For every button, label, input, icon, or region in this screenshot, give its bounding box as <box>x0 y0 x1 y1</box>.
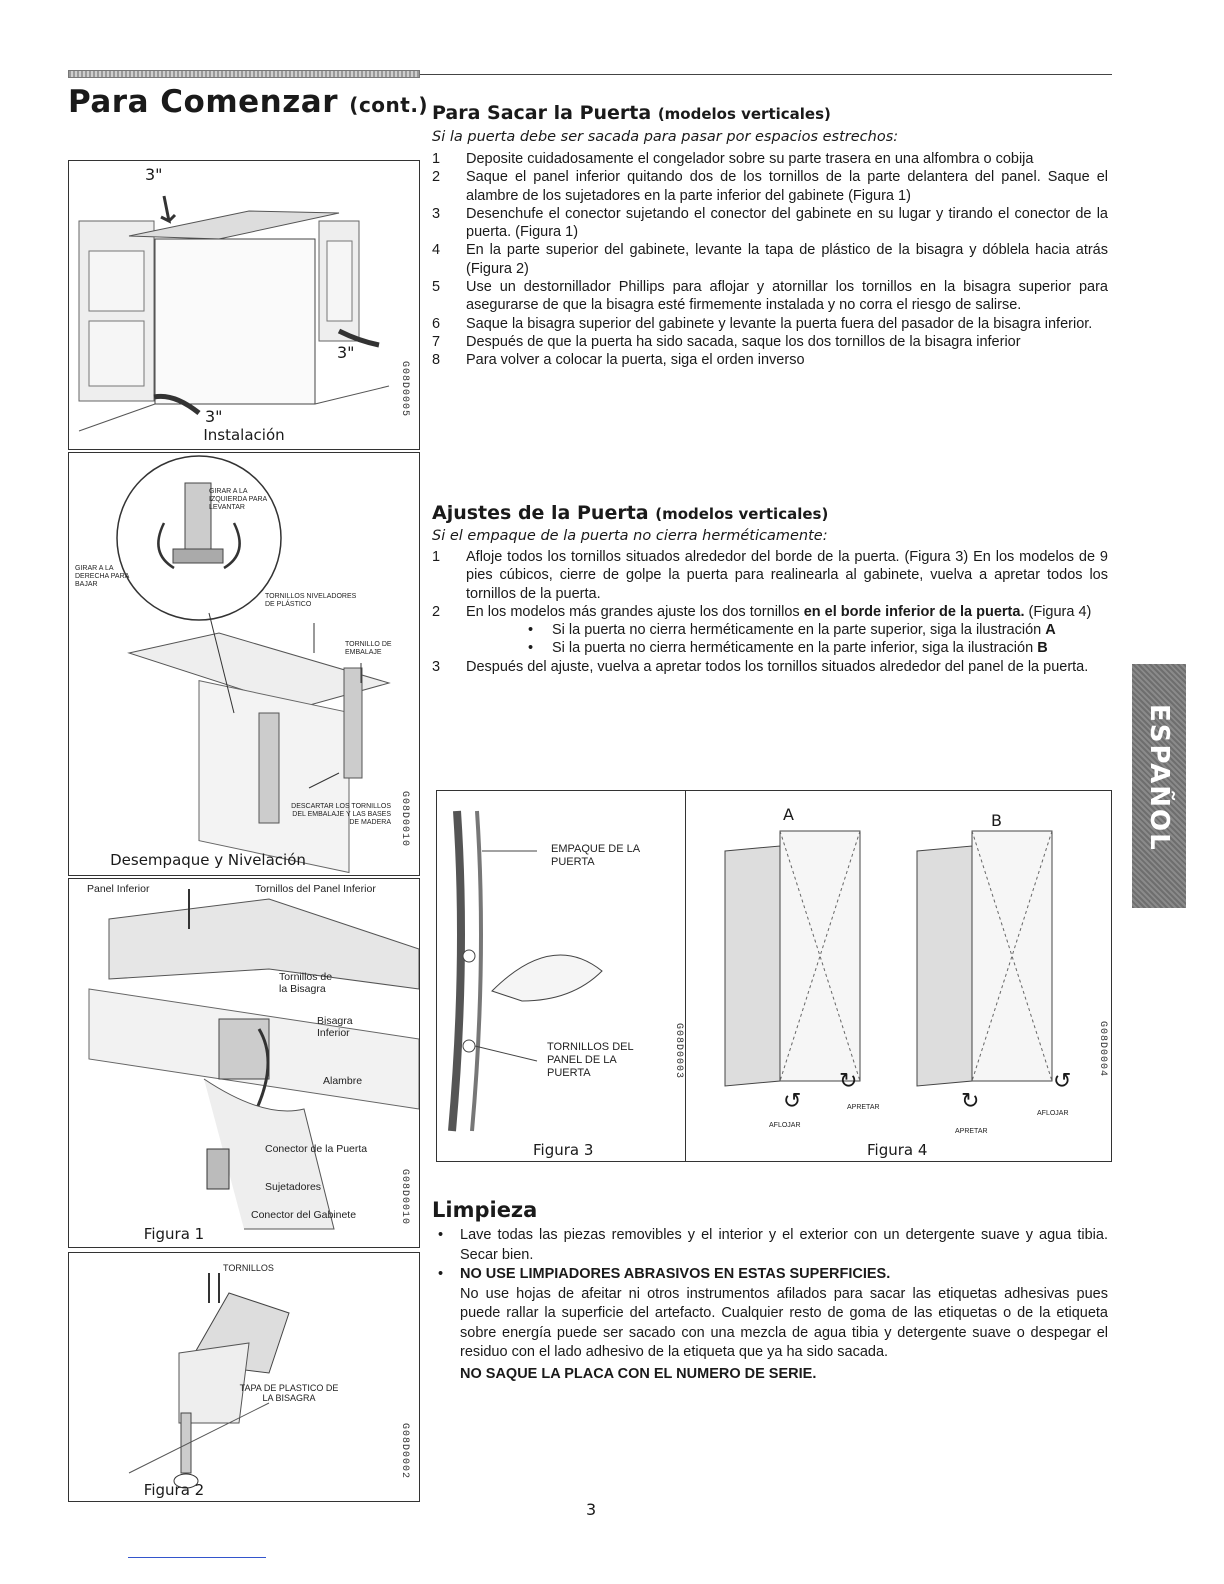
label-panel-inferior: Panel Inferior <box>87 883 150 895</box>
page-number: 3 <box>586 1500 597 1519</box>
figure-code: G08D0010 <box>399 791 410 848</box>
language-tab: ESPAÑOL <box>1132 664 1186 908</box>
section-title-remove-door: Para Sacar la Puerta (modelos verticales… <box>432 102 831 124</box>
label-screws: TORNILLOS <box>223 1263 274 1273</box>
figura4-illustration <box>724 830 1053 1087</box>
adjust-bullets: Si la puerta no cierra herméticamente en… <box>526 621 1108 658</box>
figure-1: Panel Inferior Tornillos del Panel Infer… <box>68 878 420 1248</box>
header-rule-dark <box>68 70 420 78</box>
figure-code: G08D0010 <box>399 1169 410 1226</box>
dim-top-label: 3" <box>145 165 163 184</box>
arrow-icon: ↺ <box>783 1089 802 1114</box>
label-turn-left: GIRAR A LA IZQUIERDA PARA LEVANTAR <box>209 488 267 511</box>
label-leveling-screws: TORNILLOS NIVELADORES DE PLÁSTICO <box>265 593 357 608</box>
label-loosen-b: AFLOJAR <box>1037 1110 1069 1117</box>
label-turn-right: GIRAR A LA DERECHA PARA BAJAR <box>75 565 129 588</box>
page-title-suffix: (cont.) <box>349 93 429 117</box>
instalacion-illustration <box>78 195 390 432</box>
figure-caption: Instalación <box>203 426 285 444</box>
label-door-gasket: EMPAQUE DE LA PUERTA <box>551 843 640 868</box>
figure-code: G08D0005 <box>399 361 410 418</box>
figure-instalacion: 3" 3" 3" G08D0005 Instalación <box>68 160 420 450</box>
label-a: A <box>783 805 794 824</box>
header-rule-line <box>420 74 1112 75</box>
label-panel-screws: Tornillos del Panel Inferior <box>255 883 376 895</box>
figure-desempaque: GIRAR A LA IZQUIERDA PARA LEVANTAR GIRAR… <box>68 452 420 876</box>
arrow-icon: ↺ <box>1053 1069 1072 1094</box>
page-title: Para Comenzar (cont.) <box>68 84 429 120</box>
figure-caption: Figura 4 <box>867 1141 928 1159</box>
list-item: NO USE LIMPIADORES ABRASIVOS EN ESTAS SU… <box>436 1265 1108 1384</box>
figure-divider <box>685 791 686 1161</box>
label-hinge-screws: Tornillos de la Bisagra <box>279 971 333 995</box>
label-hinge-cap: TAPA DE PLASTICO DE LA BISAGRA <box>239 1383 339 1403</box>
label-packing-screw: TORNILLO DE EMBALAJE <box>345 641 392 656</box>
label-cabinet-connector: Conector del Gabinete <box>251 1209 357 1221</box>
section-title-adjust-door: Ajustes de la Puerta (modelos verticales… <box>432 502 829 524</box>
figure-caption: Figura 1 <box>143 1225 205 1243</box>
list-item: Si la puerta no cierra herméticamente en… <box>526 621 1108 640</box>
footer-rule <box>128 1557 266 1558</box>
label-door-panel-screws: TORNILLOS DEL PANEL DE LA PUERTA <box>547 1041 634 1079</box>
label-discard: DESCARTAR LOS TORNILLOS DEL EMBALAJE Y L… <box>291 803 391 826</box>
arrow-icon: ↻ <box>839 1069 858 1094</box>
label-wire: Alambre <box>323 1075 363 1087</box>
label-door-connector: Conector de la Puerta <box>265 1143 368 1155</box>
figure-caption: Figura 2 <box>143 1481 205 1499</box>
arrow-icon: ↻ <box>961 1089 980 1114</box>
label-hinge: Bisagra Inferior <box>317 1015 353 1039</box>
figure-2: TORNILLOS TAPA DE PLASTICO DE LA BISAGRA… <box>68 1252 420 1502</box>
figura2-illustration <box>128 1273 290 1489</box>
dim-left-label: 3" <box>205 407 223 426</box>
section-intro: Si el empaque de la puerta no cierra her… <box>432 528 828 544</box>
dim-right-label: 3" <box>337 343 355 362</box>
desempaque-illustration <box>116 455 391 874</box>
section-title-suffix: (modelos verticales) <box>657 105 831 123</box>
section-title-suffix: (modelos verticales) <box>655 505 829 523</box>
figure-caption: Figura 3 <box>533 1141 594 1159</box>
figures-3-4: EMPAQUE DE LA PUERTA TORNILLOS DEL PANEL… <box>436 790 1112 1162</box>
serial-plate-warning: NO SAQUE LA PLACA CON EL NUMERO DE SERIE… <box>460 1365 817 1382</box>
figura3-illustration <box>448 810 603 1132</box>
figure-caption: Desempaque y Nivelación <box>110 851 306 869</box>
cleaning-content: Lave todas las piezas removibles y el in… <box>436 1226 1108 1384</box>
figure-code: G08D0003 <box>673 1023 684 1080</box>
label-b: B <box>991 811 1002 830</box>
figura1-illustration <box>88 889 419 1230</box>
list-item: Lave todas las piezas removibles y el in… <box>436 1226 1108 1265</box>
label-tighten-a: APRETAR <box>847 1104 880 1111</box>
figure-code: G08D0002 <box>399 1423 410 1480</box>
label-loosen-a: AFLOJAR <box>769 1122 801 1129</box>
label-clips: Sujetadores <box>265 1181 322 1193</box>
list-item: Si la puerta no cierra herméticamente en… <box>526 639 1108 658</box>
section-intro: Si la puerta debe ser sacada para pasar … <box>432 129 899 145</box>
section-title-cleaning: Limpieza <box>432 1198 538 1222</box>
figure-code: G08D0004 <box>1097 1021 1108 1078</box>
label-tighten-b: APRETAR <box>955 1128 988 1135</box>
